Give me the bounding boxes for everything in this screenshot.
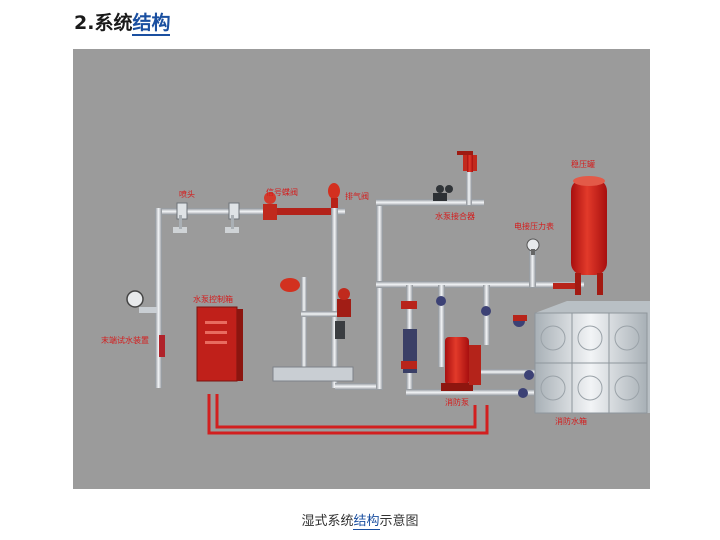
- bottom-return-pipe: [335, 383, 383, 390]
- label-pressure-tank: 稳压罐: [571, 159, 595, 169]
- label-head: 喷头: [179, 189, 195, 199]
- label-electric-gauge: 电接压力表: [514, 221, 554, 231]
- pump-drop-2: [438, 285, 445, 367]
- main-riser-pipe: [331, 208, 338, 388]
- adapter-riser: [466, 169, 472, 205]
- fire-pump: [401, 301, 481, 391]
- manifold-pipe: [376, 281, 584, 288]
- pump-adapter: [433, 151, 477, 201]
- alarm-valve: [280, 278, 351, 339]
- control-wiring: [207, 394, 489, 435]
- sprinkler-branch-pipe: [155, 208, 345, 215]
- pump-control-box: [196, 306, 243, 382]
- fire-water-tank: [534, 301, 657, 414]
- heading-link[interactable]: 结构: [132, 12, 171, 36]
- diagram-panel: 喷头 信号蝶阀 排气阀 水泵接合器 稳压罐 电接压力表 水泵控制箱 末端试水装置…: [73, 49, 657, 489]
- end-test-device: [126, 290, 165, 357]
- exhaust-valve: [328, 183, 340, 208]
- end-test-riser: [155, 208, 162, 388]
- suction-pipe: [406, 389, 534, 396]
- caption-suffix: 示意图: [379, 514, 419, 529]
- label-signal-valve: 信号蝶阀: [266, 187, 298, 197]
- label-end-test-device: 末端试水装置: [101, 335, 149, 345]
- label-pump-adapter: 水泵接合器: [435, 211, 475, 221]
- alarm-base: [272, 366, 354, 382]
- pressure-tank: [553, 176, 607, 295]
- label-fire-water-tank: 消防水箱: [555, 416, 587, 426]
- pump-riser-pipe: [376, 199, 383, 389]
- electric-pressure-gauge: [526, 238, 540, 255]
- label-pump-control-box: 水泵控制箱: [193, 294, 233, 304]
- suction-pipe-2: [473, 369, 537, 375]
- sprinkler-head-2: [225, 202, 240, 233]
- section-heading: 2.系统结构: [74, 8, 171, 36]
- alarm-branch: [301, 311, 337, 317]
- label-fire-pump: 消防泵: [445, 397, 469, 407]
- sprinkler-head-1: [173, 202, 188, 233]
- caption-link[interactable]: 结构: [353, 514, 380, 530]
- wet-system-diagram: 喷头 信号蝶阀 排气阀 水泵接合器 稳压罐 电接压力表 水泵控制箱 末端试水装置…: [101, 151, 657, 435]
- figure-caption: 湿式系统结构示意图: [0, 510, 720, 530]
- heading-number: 2.: [74, 12, 95, 34]
- tank-riser: [529, 249, 536, 287]
- alarm-pipe: [301, 277, 307, 369]
- heading-prefix: 系统: [94, 12, 133, 34]
- pump-valves: [436, 296, 534, 398]
- signal-butterfly-valve: [263, 192, 331, 220]
- adapter-pipe: [376, 199, 484, 206]
- label-exhaust-valve: 排气阀: [345, 191, 369, 201]
- caption-prefix: 湿式系统: [301, 514, 354, 529]
